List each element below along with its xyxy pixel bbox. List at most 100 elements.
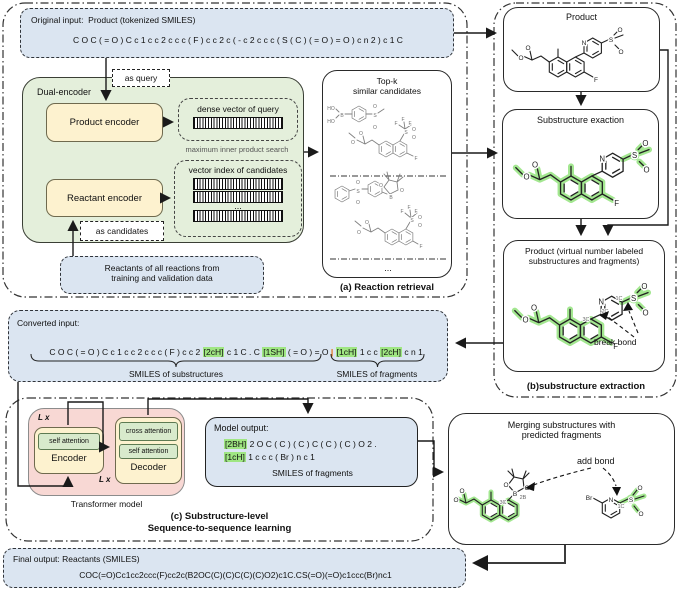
atom-label: O (418, 223, 422, 229)
atom-label: F (419, 244, 422, 250)
atom-label: F (414, 156, 417, 162)
merging-molecules: O O O O B 2B 3C N Br S O (452, 467, 647, 544)
lx-label-top: L x (38, 413, 50, 422)
atom-label: Br (586, 495, 593, 502)
substructure-molecule: F O O N S O O (512, 137, 653, 210)
atom-label: S (632, 151, 637, 160)
decoder-self-attention: self attention (119, 444, 178, 459)
as-candidates-label: as candidates (95, 226, 149, 236)
atom-label: O (523, 316, 529, 325)
model-output-box: Model output: [2BH] 2 O C ( C ) ( C ) C … (205, 417, 418, 487)
virtual-atom-label: 3C (582, 317, 589, 323)
smiles-token-highlight: [2cH] (380, 347, 403, 357)
dense-vector-bar (193, 117, 283, 129)
substructure-extraction-box: Substructure exaction F O O N S O O (502, 109, 659, 219)
model-output-title: Model output: (214, 423, 269, 433)
atom-label: O (412, 127, 416, 133)
model-output-line2: [1cH] 1 c c c ( Br ) n c 1 (224, 452, 315, 462)
topk-title-line2: similar candidates (352, 86, 422, 96)
atom-label: S (631, 294, 636, 303)
vector-bar (193, 178, 283, 190)
decoder-cross-attention: cross attention (119, 422, 178, 441)
atom-label: O (518, 55, 523, 62)
atom-label: O (637, 485, 642, 492)
decoder-box: cross attention self attention Decoder (115, 417, 182, 484)
atom-label: F (401, 117, 404, 123)
atom-label: B (389, 195, 393, 201)
encoder-self-attention: self attention (38, 433, 100, 450)
atom-label: O (359, 131, 363, 137)
caption-c-line1: (c) Substructure-level (170, 511, 269, 522)
merging-title-line1: Merging substructures with (507, 420, 616, 430)
atom-label: O (373, 104, 377, 110)
atom-label: O (644, 165, 650, 174)
add-bond-pointer (602, 467, 617, 487)
virtual-atom-label: 1C (615, 296, 622, 302)
caption-a: (a) Reaction retrieval (340, 282, 434, 293)
break-bond-pointer (628, 310, 639, 334)
virtual-atom-label: 3C (499, 500, 506, 506)
break-bond-pointer (607, 316, 635, 338)
merging-box: Merging substructures with predicted fra… (448, 413, 675, 545)
atom-label: O (618, 49, 623, 56)
virtual-atom-label: 2C (601, 309, 608, 315)
atom-label: HO (327, 106, 335, 112)
atom-label: N (609, 497, 614, 504)
atom-label: F (594, 77, 598, 84)
caption-b: (b)substructure extraction (526, 381, 646, 392)
decoder-label: Decoder (130, 462, 167, 473)
atom-label: B (513, 491, 517, 498)
model-output-line1: [2BH] 2 O C ( C ) ( C ) C ( C ) ( C ) O … (224, 439, 377, 449)
atom-label: N (599, 155, 605, 164)
reactants-note-line1: Reactants of all reactions from (104, 263, 220, 273)
product-box: Product F O O N S O O (503, 7, 660, 92)
lx-label-bottom: L x (99, 475, 111, 484)
smiles-segment: C O C ( = O ) C c 1 c c 2 c c c ( F ) c … (49, 347, 203, 357)
model-output-token: [2BH] (224, 439, 248, 449)
topk-ellipsis: ... (384, 263, 392, 273)
model-output-token: [1cH] (224, 452, 246, 462)
smiles-segment: ( = O ) = O (285, 347, 331, 357)
add-bond-label: add bond (577, 456, 615, 466)
dense-vector-label: dense vector of query (197, 104, 279, 114)
atom-label: O (642, 139, 648, 148)
atom-label: O (459, 488, 464, 495)
virtual-title-line1: Product (virtual number labeled (524, 246, 644, 256)
atom-label: O (638, 511, 643, 518)
atom-label: S (356, 189, 360, 195)
as-query-label: as query (124, 73, 158, 83)
vector-bar (193, 210, 283, 222)
atom-label: S (629, 497, 634, 504)
model-output-rest: 1 c c c ( Br ) n c 1 (245, 452, 315, 462)
virtual-atom-label: 1C (617, 504, 624, 510)
topk-candidate-molecules: HO HO B S O O F S O O F F F O O (326, 103, 446, 260)
smiles-separator: | (330, 347, 334, 357)
atom-label: O (531, 304, 537, 313)
atom-label: O (641, 282, 647, 291)
atom-label: O (373, 125, 377, 131)
break-bond-arrowhead (599, 311, 609, 320)
atom-label: O (400, 188, 404, 194)
mips-label: maximum inner product search (185, 145, 289, 154)
transformer-box: L x self attention Encoder cross attenti… (28, 408, 185, 496)
as-query-box: as query (112, 69, 170, 87)
vector-index-label: vector index of candidates (188, 165, 288, 175)
fragments-brace-label: SMILES of fragments (336, 369, 418, 379)
atom-label: O (524, 173, 530, 182)
atom-label: F (407, 205, 410, 211)
atom-label: O (643, 308, 649, 317)
break-bond-label: break bond (594, 337, 637, 347)
atom-label: O (379, 183, 383, 189)
atom-label: O (453, 497, 458, 504)
transformer-caption: Transformer model (70, 499, 143, 509)
atom-label: S (404, 130, 408, 136)
break-bond-arrowhead (623, 302, 633, 311)
add-bond-arrowhead (612, 487, 621, 496)
atom-label: B (340, 113, 344, 119)
virtual-product-box: Product (virtual number labeled substruc… (503, 240, 665, 372)
dual-encoder-label: Dual-encoder (37, 87, 92, 97)
atom-label: S (373, 113, 377, 119)
atom-label: F (414, 209, 417, 215)
converted-input-title: Converted input: (17, 318, 80, 328)
fragments-brace (330, 353, 425, 368)
